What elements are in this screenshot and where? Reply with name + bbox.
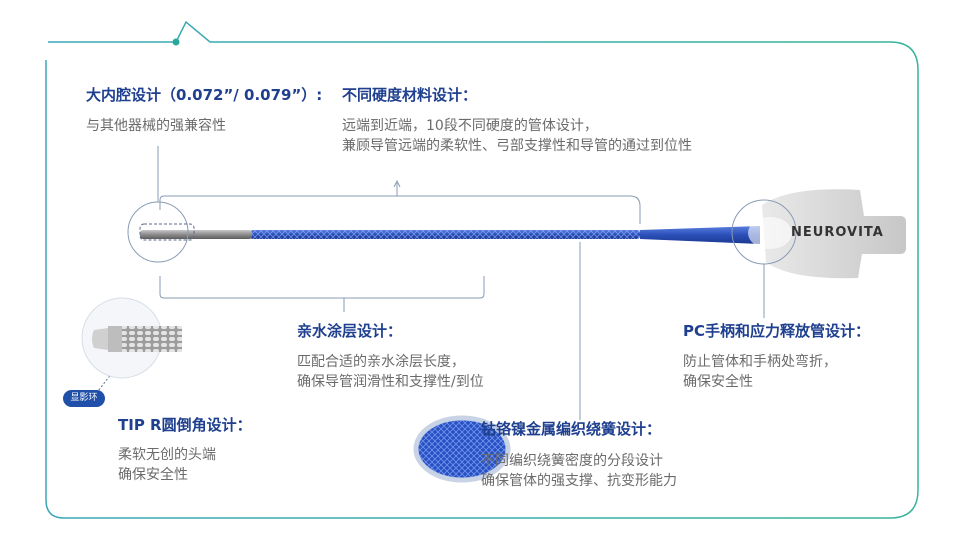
tip-leader xyxy=(94,359,123,396)
brand-logo: NEUROVITA xyxy=(791,225,884,240)
hardness-arrow xyxy=(393,179,401,188)
handle-title: PC手柄和应力释放管设计： xyxy=(683,322,871,340)
catheter-taper xyxy=(640,226,760,244)
hardness-title: 不同硬度材料设计： xyxy=(342,86,478,104)
lumen-desc-1: 与其他器械的强兼容性 xyxy=(86,118,226,134)
coating-desc-1: 匹配合适的亲水涂层长度， xyxy=(297,354,465,370)
hub-glow xyxy=(748,217,792,249)
hardness-desc-1: 远端到近端，10段不同硬度的管体设计， xyxy=(342,118,598,134)
lumen-title: 大内腔设计（0.072”/ 0.079”）: xyxy=(86,86,323,104)
coating-desc-2: 确保导管润滑性和支撑性/到位 xyxy=(297,374,484,390)
tip-desc-2: 确保安全性 xyxy=(118,467,188,483)
tip-dash-box xyxy=(139,223,195,241)
catheter-tip xyxy=(140,230,252,239)
tip-title: TIP R圆倒角设计： xyxy=(118,416,252,434)
frame-outline xyxy=(45,20,919,519)
frame-dot xyxy=(172,38,180,46)
tip-desc-1: 柔软无创的头端 xyxy=(118,447,216,463)
coating-bracket xyxy=(159,276,485,299)
tip-detail-image xyxy=(92,326,182,352)
handle-desc-1: 防止管体和手柄处弯折， xyxy=(683,354,837,370)
spring-title: 钴铬镍金属编织绕簧设计： xyxy=(481,420,662,438)
radiopaque-ring-badge: 显影环 xyxy=(63,390,105,407)
spring-desc-1: 不同编织绕簧密度的分段设计 xyxy=(481,453,663,469)
hardness-bracket xyxy=(159,195,641,224)
shaft-braid xyxy=(250,230,640,239)
handle-desc-2: 确保安全性 xyxy=(683,374,753,390)
hardness-desc-2: 兼顾导管远端的柔软性、弓部支撑性和导管的通过到位性 xyxy=(342,138,692,154)
catheter-hub xyxy=(762,189,906,279)
coating-title: 亲水涂层设计： xyxy=(297,322,403,340)
spring-desc-2: 确保管体的强支撑、抗变形能力 xyxy=(481,473,677,489)
